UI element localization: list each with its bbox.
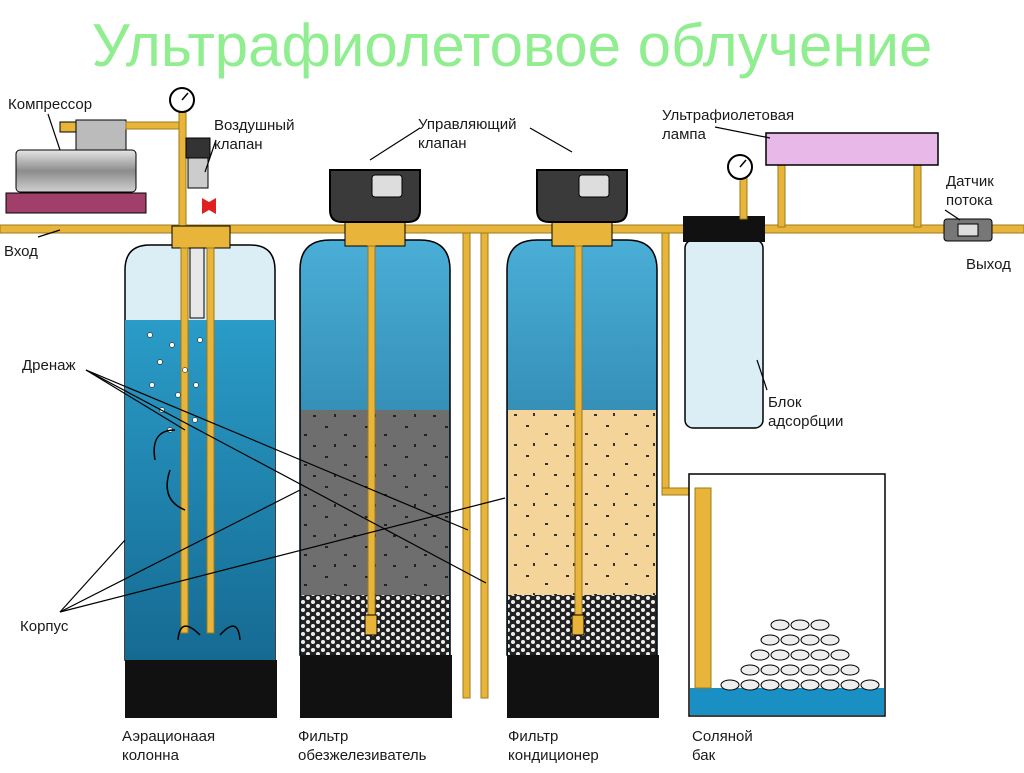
aeration-column	[124, 225, 277, 718]
salt-tank	[688, 473, 886, 717]
inlet-label: Вход	[4, 243, 38, 260]
aeration-column-label: колонна	[122, 747, 179, 764]
air-valve	[185, 137, 216, 214]
conditioner-filter-label: кондиционер	[508, 747, 599, 764]
drain-pipe	[480, 232, 489, 699]
page-title: Ультрафиолетовое облучение	[91, 12, 933, 79]
uv-lamp	[765, 132, 939, 228]
compressor-label: Компрессор	[8, 96, 93, 113]
iron-removal-filter	[299, 169, 452, 718]
housing-label: Корпус	[20, 618, 69, 635]
uv-lamp-label: Ультрафиолетовая	[662, 107, 795, 124]
air-pipe	[125, 121, 187, 130]
drain-label: Дренаж	[22, 357, 76, 374]
air-pipe	[178, 107, 187, 229]
adsorption-block-label: адсорбции	[768, 413, 844, 430]
iron-filter-label: обезжелезиватель	[298, 747, 427, 764]
compressor	[5, 119, 147, 214]
salt-tank-label: бак	[692, 747, 716, 764]
control-valve-label: клапан	[418, 135, 467, 152]
outlet-label: Выход	[966, 256, 1011, 273]
flow-sensor-label: Датчик	[946, 173, 994, 190]
air-valve-label: клапан	[214, 136, 263, 153]
adsorption-block-label: Блок	[768, 394, 802, 411]
control-valve-label: Управляющий	[418, 116, 517, 133]
iron-filter-label: Фильтр	[298, 728, 349, 745]
brine-pipe	[661, 232, 670, 494]
drain-pipe	[462, 232, 471, 699]
salt-tank-label: Соляной	[692, 728, 753, 745]
air-valve-label: Воздушный	[214, 117, 295, 134]
conditioner-filter-label: Фильтр	[508, 728, 559, 745]
main-pipe	[0, 224, 1024, 234]
aeration-column-label: Аэрационаая	[122, 728, 216, 745]
adsorption-block	[683, 154, 765, 429]
uv-lamp-label: лампа	[662, 126, 706, 143]
flow-sensor-label: потока	[946, 192, 993, 209]
leader-lines	[37, 113, 961, 613]
flow-sensor	[943, 218, 993, 242]
conditioner-filter	[506, 169, 659, 718]
